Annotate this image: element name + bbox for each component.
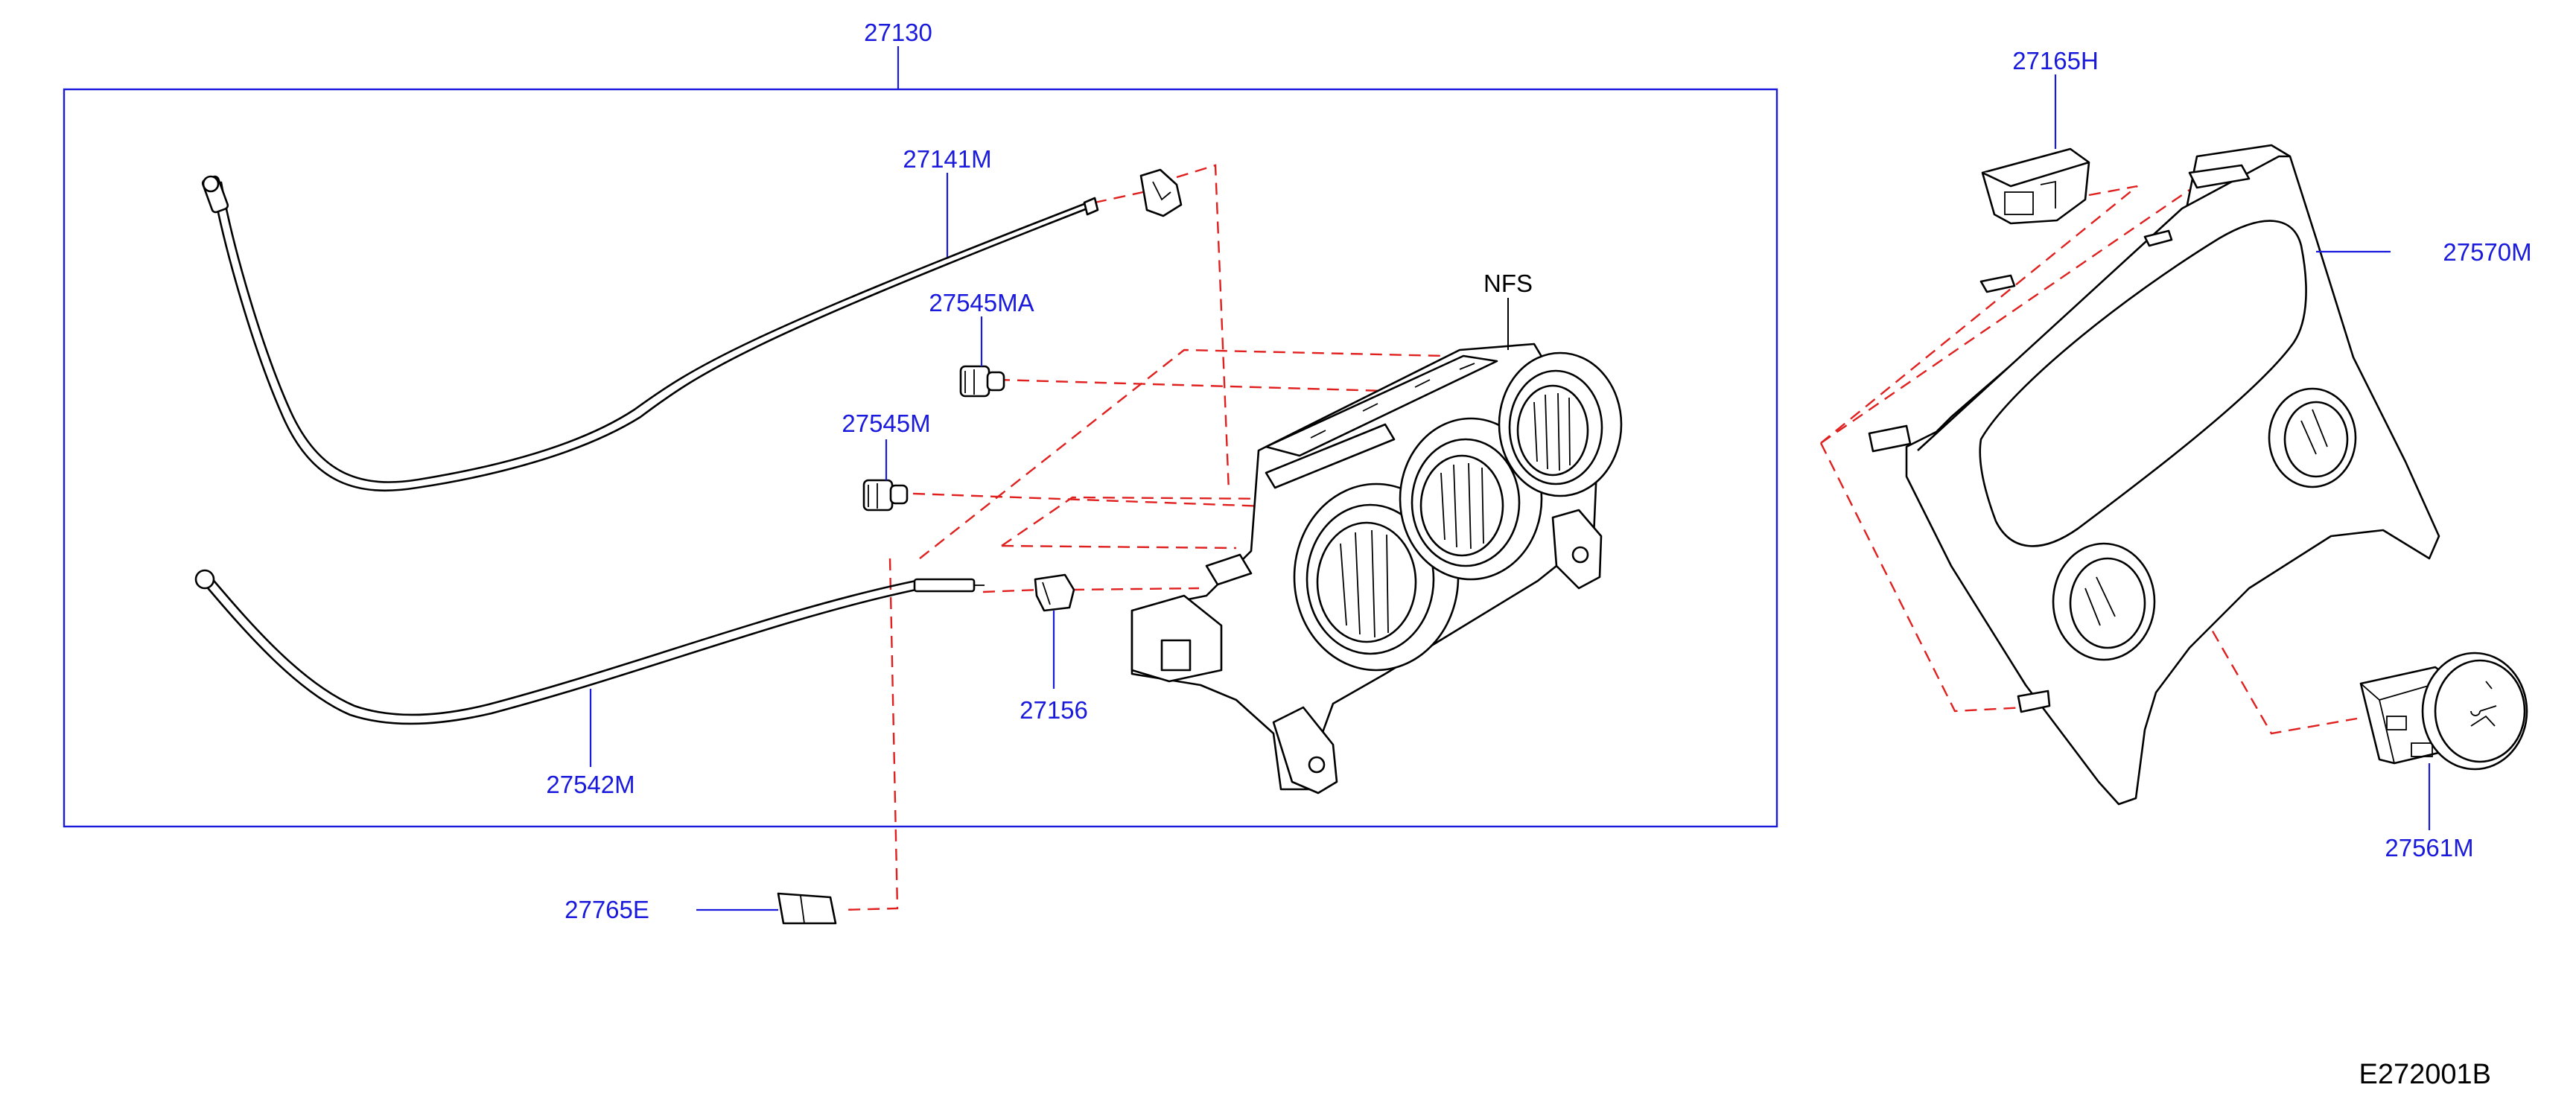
label-27545MA: 27545MA <box>929 289 1034 316</box>
part-27561M <box>2359 652 2528 771</box>
cable-27141M <box>201 175 1099 492</box>
heater-control-unit <box>1130 343 1623 794</box>
label-27765E: 27765E <box>565 896 649 923</box>
part-27570M <box>1868 144 2440 806</box>
assembly-frame-group: 27130 <box>63 19 1778 828</box>
figure-code: E272001B <box>2359 1059 2492 1090</box>
knob-right <box>1498 351 1623 497</box>
part-27545M <box>862 479 909 512</box>
label-27141M: 27141M <box>903 145 991 173</box>
label-27570M: 27570M <box>2443 238 2531 266</box>
cable-clip <box>1139 168 1183 217</box>
part-27765E <box>777 892 837 925</box>
assembly-label: 27130 <box>864 19 932 46</box>
part-27165H <box>1981 147 2090 225</box>
label-27542M: 27542M <box>546 771 635 798</box>
phantom-lines <box>841 164 2358 911</box>
label-27561M: 27561M <box>2385 834 2473 862</box>
cable-27542M <box>194 569 985 725</box>
part-27545MA <box>959 365 1005 398</box>
label-27156: 27156 <box>1020 696 1088 724</box>
label-nfs: NFS <box>1483 270 1533 297</box>
label-27545M: 27545M <box>842 410 930 437</box>
label-27165H: 27165H <box>2012 47 2099 74</box>
assembly-frame <box>63 88 1778 828</box>
part-27156 <box>1034 573 1075 612</box>
